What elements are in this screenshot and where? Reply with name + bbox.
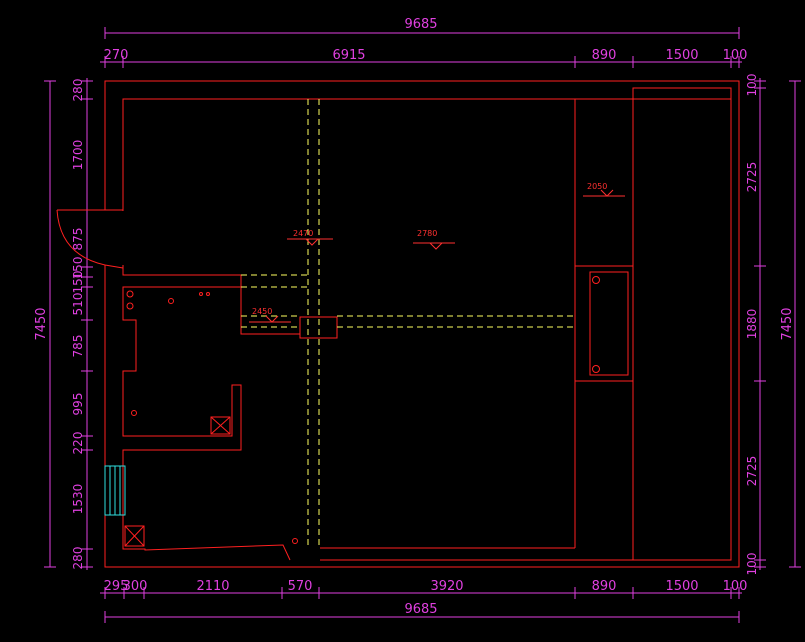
left-dim-11: 280 — [71, 547, 85, 570]
beam-lines — [241, 99, 575, 548]
top-dim-4: 1500 — [665, 48, 698, 63]
inner-wall-bottom-left — [122, 286, 300, 561]
right-dim-5: 100 — [745, 553, 759, 576]
top-dim-1: 270 — [104, 48, 129, 63]
left-dim-10: 1530 — [71, 484, 85, 515]
inner-wall-main — [122, 98, 732, 561]
left-dim-3: 875 — [71, 228, 85, 251]
right-total-dim: 7450 — [780, 307, 795, 340]
right-dim-2: 2725 — [745, 162, 759, 193]
top-dim-2: 6915 — [332, 48, 365, 63]
inner-wall-entry — [122, 265, 242, 287]
left-dim-5: 150 — [71, 271, 85, 294]
elevation-2780: 2780 — [417, 229, 437, 238]
bottom-dim-6: 890 — [592, 579, 617, 594]
bottom-dim-7: 1500 — [665, 579, 698, 594]
bottom-dim-1: 295 — [104, 579, 129, 594]
elevation-labels: 2470 2780 2050 2450 — [252, 182, 607, 316]
elevation-markers — [249, 189, 625, 323]
elevation-2470: 2470 — [293, 229, 313, 238]
elevation-2450: 2450 — [252, 307, 272, 316]
left-dim-8: 995 — [71, 393, 85, 416]
left-dim-1: 280 — [71, 79, 85, 102]
shaft-box-1 — [210, 416, 231, 435]
left-dim-9: 220 — [71, 432, 85, 455]
left-dim-7: 785 — [71, 335, 85, 358]
window — [104, 465, 126, 516]
bottom-dim-2: 300 — [123, 579, 148, 594]
dimension-texts: 9685 270 6915 890 1500 100 295 300 2110 … — [34, 17, 795, 617]
left-dim-2: 1700 — [71, 140, 85, 171]
top-dim-5: 100 — [723, 48, 748, 63]
shaft-box-2 — [124, 525, 145, 547]
bottom-dim-8: 100 — [723, 579, 748, 594]
right-dim-4: 2725 — [745, 456, 759, 487]
top-dim-3: 890 — [592, 48, 617, 63]
dimension-lines — [44, 27, 801, 623]
top-total-dim: 9685 — [404, 17, 437, 32]
cabinet-column — [632, 87, 732, 561]
bottom-total-dim: 9685 — [404, 602, 437, 617]
walls — [56, 80, 740, 568]
niche — [589, 271, 629, 376]
left-total-dim: 7450 — [34, 307, 49, 340]
outer-wall — [104, 80, 740, 568]
right-dim-1: 100 — [745, 74, 759, 97]
bottom-dim-4: 570 — [288, 579, 313, 594]
elevation-2050: 2050 — [587, 182, 607, 191]
left-dim-6: 510 — [71, 293, 85, 316]
left-dim-4: 150 — [71, 257, 85, 280]
bottom-dim-3: 2110 — [196, 579, 229, 594]
right-dim-3: 1880 — [745, 309, 759, 340]
bottom-dim-5: 3920 — [430, 579, 463, 594]
door-arc — [56, 209, 106, 266]
